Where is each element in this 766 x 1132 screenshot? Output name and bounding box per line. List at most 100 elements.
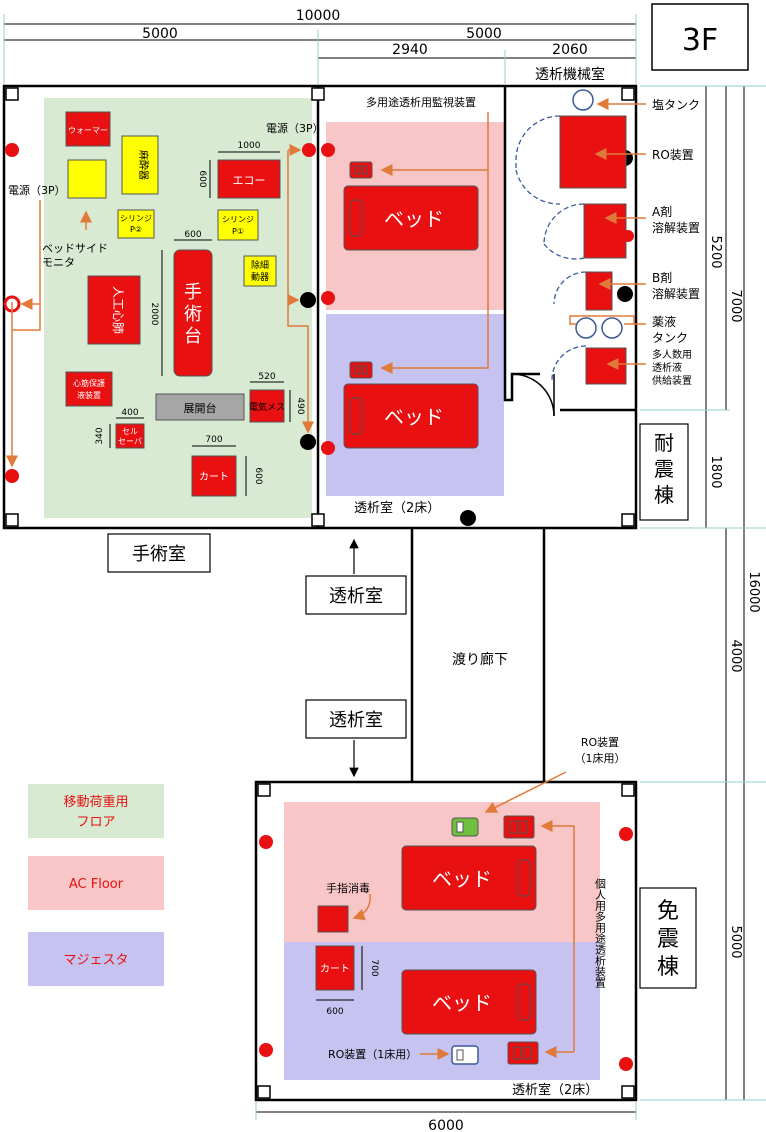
svg-text:除細: 除細 xyxy=(251,259,269,271)
legend-mobile-floor xyxy=(28,784,164,838)
svg-text:カート: カート xyxy=(320,963,350,975)
svg-text:展開台: 展開台 xyxy=(184,401,217,415)
multi-supply-unit xyxy=(585,347,627,385)
chem-tank-1 xyxy=(575,317,597,339)
dim-esu-w: 520 xyxy=(258,372,275,382)
seismic-building-box xyxy=(639,423,689,521)
machine-room-arrows xyxy=(569,98,646,370)
svg-text:ウォーマー: ウォーマー xyxy=(68,126,108,135)
legend-ac-floor xyxy=(28,856,164,910)
operating-room-label: 手術室 xyxy=(132,544,186,565)
isolated-char-2: 震 xyxy=(657,927,679,952)
svg-text:ベッド: ベッド xyxy=(432,867,492,891)
heart-lung-machine: 人工心肺 xyxy=(87,275,141,345)
dim-right-half: 5000 xyxy=(466,26,502,42)
bed-top-2: ベッド xyxy=(343,383,479,449)
svg-text:ベッド: ベッド xyxy=(384,207,444,231)
personal-dialysis-unit-bottom xyxy=(507,1041,539,1065)
isolated-char-1: 免 xyxy=(657,899,679,924)
chem-tank-label-2: タンク xyxy=(652,331,688,345)
door-swing xyxy=(511,373,555,417)
cardioplegia-device: 心筋保護 液装置 xyxy=(65,371,113,407)
bedside-monitor-line2: モニタ xyxy=(42,256,75,269)
cell-saver: セル セーバ xyxy=(115,423,145,449)
corridor-label: 渡り廊下 xyxy=(452,651,508,668)
power-outlets xyxy=(5,143,335,483)
svg-text:液装置: 液装置 xyxy=(77,390,101,400)
preparation-table: 展開台 xyxy=(155,393,245,421)
svg-text:セーバ: セーバ xyxy=(118,437,142,446)
chem-tank-label-1: 薬液 xyxy=(652,314,676,329)
seismic-char-1: 耐 xyxy=(654,431,674,455)
corridor-walls xyxy=(410,528,546,782)
columns-lower xyxy=(257,783,635,1099)
ro-single-unit-top xyxy=(451,817,479,837)
power-outlets-lower xyxy=(259,827,633,1071)
a-agent-unit xyxy=(583,203,627,259)
cart-lower: カート xyxy=(315,945,355,991)
seismic-char-3: 棟 xyxy=(654,483,674,507)
dim-cell-w: 400 xyxy=(121,408,138,418)
ro-single-unit-bottom xyxy=(451,1045,479,1065)
bed-bottom-1: ベッド xyxy=(401,845,537,911)
dim-cart2-w: 600 xyxy=(326,1007,343,1017)
dim-cart2-h: 700 xyxy=(369,959,379,976)
svg-text:ベッド: ベッド xyxy=(384,405,444,429)
top-dimensions xyxy=(3,14,637,84)
dim-echo-h: 600 xyxy=(197,170,207,187)
dim-right-5000: 5000 xyxy=(728,925,743,958)
svg-text:カート: カート xyxy=(199,471,229,483)
a-agent-label-1: A剤 xyxy=(652,204,672,219)
svg-text:P①: P① xyxy=(232,227,244,236)
dim-cell-h: 340 xyxy=(95,427,105,444)
personal-dialysis-unit-top xyxy=(503,815,535,839)
dim-echo-w: 1000 xyxy=(238,141,261,151)
dim-right-4000: 4000 xyxy=(728,639,743,672)
salt-tank-label: 塩タンク xyxy=(652,97,700,112)
seismic-char-2: 震 xyxy=(654,457,674,481)
svg-text:ベッド: ベッド xyxy=(432,991,492,1015)
multi-supply-label-3: 供給装置 xyxy=(652,374,692,387)
salt-tank-icon xyxy=(572,89,594,111)
chem-tank-2 xyxy=(601,317,623,339)
dim-dialysis-room-w: 2940 xyxy=(392,42,428,58)
isolated-building-box xyxy=(639,887,697,989)
operating-room-label-box xyxy=(107,533,211,573)
svg-text:動器: 動器 xyxy=(251,272,269,283)
legend-majesta-label: マジェスタ xyxy=(63,953,128,968)
dim-table-h: 2000 xyxy=(149,303,159,326)
dim-right-5200: 5200 xyxy=(708,235,723,268)
ro-unit-label: RO装置 xyxy=(652,148,694,162)
dialysis-nav-2: 透析室 xyxy=(329,710,383,731)
machine-room-label: 透析機械室 xyxy=(535,66,605,83)
legend-majesta xyxy=(28,932,164,986)
svg-text:術: 術 xyxy=(184,304,202,325)
dim-right-1800: 1800 xyxy=(708,455,723,488)
defibrillator: 除細 動器 xyxy=(243,255,277,287)
hand-sanitizer-arrow xyxy=(352,893,371,921)
dim-right-16000: 16000 xyxy=(746,571,761,612)
ro-single-top-line2: （1床用） xyxy=(575,751,626,765)
dim-cart-h: 600 xyxy=(253,467,263,484)
dialysis-room-top-label: 透析室（2床） xyxy=(354,500,440,516)
svg-text:シリンジ: シリンジ xyxy=(120,214,152,223)
svg-text:麻酔器: 麻酔器 xyxy=(137,150,150,180)
dim-left-half: 5000 xyxy=(142,26,178,42)
electrosurgical-unit: 電気メス xyxy=(249,389,285,423)
svg-text:手: 手 xyxy=(184,282,202,303)
syringe-pump-1: シリンジ P① xyxy=(217,209,259,241)
dim-cart-w: 700 xyxy=(205,435,222,445)
dim-total-top: 10000 xyxy=(296,8,341,24)
operating-table: 手 術 台 xyxy=(173,249,213,377)
b-agent-label-1: B剤 xyxy=(652,270,672,285)
echo-machine: エコー xyxy=(217,159,281,199)
hand-sanitizer-label: 手指消毒 xyxy=(326,881,370,895)
upper-building-walls xyxy=(2,84,638,530)
dim-esu-h: 490 xyxy=(295,397,305,414)
dim-bottom-6000: 6000 xyxy=(428,1118,464,1132)
personal-dialysis-label: 個人用多用途透析装置 xyxy=(594,878,607,988)
bedside-monitor-line1: ベッドサイド xyxy=(42,242,108,255)
dialysis-room-bottom-label: 透析室（2床） xyxy=(512,1082,598,1098)
svg-text:シリンジ: シリンジ xyxy=(222,215,254,224)
dim-table-w: 600 xyxy=(184,230,201,240)
